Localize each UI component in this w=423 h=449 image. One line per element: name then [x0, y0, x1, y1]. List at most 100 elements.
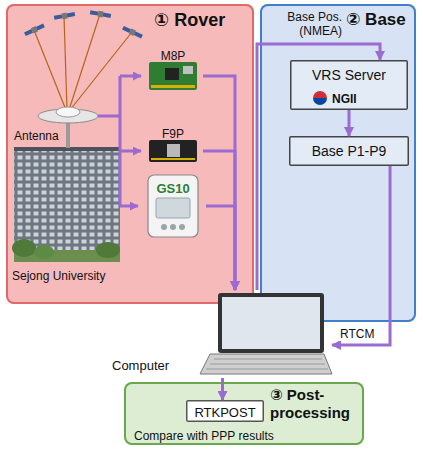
gnss-antenna: [66, 120, 70, 148]
text-holder: F9P: [143, 124, 203, 142]
process-box: RTKPOST: [186, 400, 264, 422]
text-holder: Base Pos. (NMEA): [264, 10, 344, 39]
edge-label: RTCM: [338, 327, 376, 341]
text-holder: NGII: [332, 89, 392, 107]
satellite-icon: [54, 11, 76, 21]
device-label: GS10: [156, 181, 189, 197]
satellite-icon: [62, 13, 68, 20]
logo-text: NGII: [332, 92, 357, 106]
text-holder: RTKPOST: [186, 403, 264, 421]
building-photo: [12, 147, 120, 262]
signal-split-arrow: [98, 115, 120, 118]
data-flow-arrow: [206, 206, 235, 290]
text-holder: Antenna: [14, 126, 84, 144]
satellite-icon: [24, 29, 33, 36]
device: M8P: [143, 46, 203, 92]
satellite-signal: [64, 16, 67, 110]
text-holder: ② Base: [346, 10, 414, 30]
text-holder: Sejong University: [12, 266, 142, 284]
device: GS10: [140, 172, 206, 240]
note: Compare with PPP results: [134, 429, 274, 443]
satellite-icon: [122, 25, 144, 39]
box-label: Base P1-P9: [312, 143, 387, 160]
satellite-icon: [90, 10, 99, 15]
panel-title: ② Base: [346, 10, 406, 30]
device-label: M8P: [161, 49, 186, 63]
laptop-picture: [206, 369, 328, 370]
satellite-signal: [69, 14, 100, 110]
text-holder: M8P: [143, 46, 203, 64]
data-flow-arrow: [257, 44, 380, 290]
gnss-antenna: [56, 107, 80, 117]
laptop-picture: [222, 297, 320, 349]
building-photo: [34, 245, 54, 259]
data-flow-arrow: [203, 151, 235, 290]
rover-illustration: [6, 4, 254, 304]
gs10-receiver: [170, 224, 176, 230]
part-label: Sejong University: [12, 269, 105, 283]
laptop-picture: [200, 354, 332, 374]
satellite-icon: [90, 9, 112, 19]
group-panel: ② Base VRS ServerNGII Base P1-P9: [260, 4, 416, 322]
laptop-picture: [218, 293, 324, 353]
f9p-board: [149, 140, 197, 162]
edge-label: Base Pos. (NMEA): [264, 10, 344, 39]
data-flow-arrow: [332, 166, 390, 345]
satellite-icon: [24, 23, 46, 37]
laptop-picture: [214, 359, 322, 360]
ngii-logo: [313, 91, 327, 98]
satellite-icon: [67, 12, 76, 17]
satellite-icon: [98, 11, 104, 18]
data-flow-arrow: [348, 110, 351, 136]
gs10-receiver: [161, 224, 167, 230]
rover-illustration: [12, 9, 143, 262]
satellite-signal: [70, 32, 132, 110]
panel-title: ③ Post-processing: [270, 386, 360, 422]
text-holder: ① Rover: [154, 10, 250, 32]
text-holder: Base P1-P9: [289, 142, 409, 160]
device-label: Computer: [112, 358, 169, 374]
satellite-icon: [24, 9, 144, 39]
group-panel: ③ Post-processingCompare with PPP result…: [124, 382, 364, 445]
text-holder: Compare with PPP results: [134, 426, 304, 444]
process-box: Base P1-P9: [289, 136, 409, 166]
box-label: VRS Server: [312, 67, 386, 84]
satellite-signal: [34, 14, 132, 110]
laptop-picture: [206, 359, 328, 369]
satellite-icon: [134, 31, 143, 38]
panel-title: ① Rover: [154, 10, 225, 32]
process-box: VRS ServerNGII: [290, 60, 408, 110]
box-label: RTKPOST: [194, 405, 255, 421]
satellite-signal: [34, 30, 66, 110]
m8p-board: [183, 66, 193, 74]
laptop-picture: [210, 364, 325, 365]
building-photo: [96, 242, 120, 258]
m8p-board: [149, 62, 197, 90]
signal-split-arrow: [120, 75, 141, 78]
data-flow-arrow: [221, 378, 224, 400]
device-label: F9P: [162, 127, 184, 141]
signal-split-arrow: [120, 205, 138, 208]
f9p-board: [151, 158, 195, 160]
satellite-icon: [36, 24, 45, 31]
signal-split-arrow: [120, 150, 141, 153]
text-holder: GS10: [140, 179, 206, 197]
m8p-board: [151, 85, 195, 88]
group-panel: ① Rover M8P F9P GS10: [6, 4, 254, 304]
building-photo: [12, 239, 36, 257]
satellite-icon: [103, 13, 112, 18]
device: F9P: [143, 124, 203, 166]
text-holder: ③ Post-processing: [270, 386, 360, 422]
computer: Computer: [110, 290, 332, 378]
gs10-receiver: [156, 198, 190, 218]
satellite-icon: [54, 14, 63, 19]
signal-split-arrow: [98, 76, 141, 206]
satellite-icon: [122, 26, 131, 33]
m8p-board: [165, 68, 179, 80]
gs10-receiver: [148, 175, 198, 237]
data-flow-arrow: [203, 76, 235, 290]
signal-split-arrow: [119, 76, 122, 206]
ngii-logo: [313, 98, 327, 105]
part-label: Antenna: [14, 129, 59, 143]
